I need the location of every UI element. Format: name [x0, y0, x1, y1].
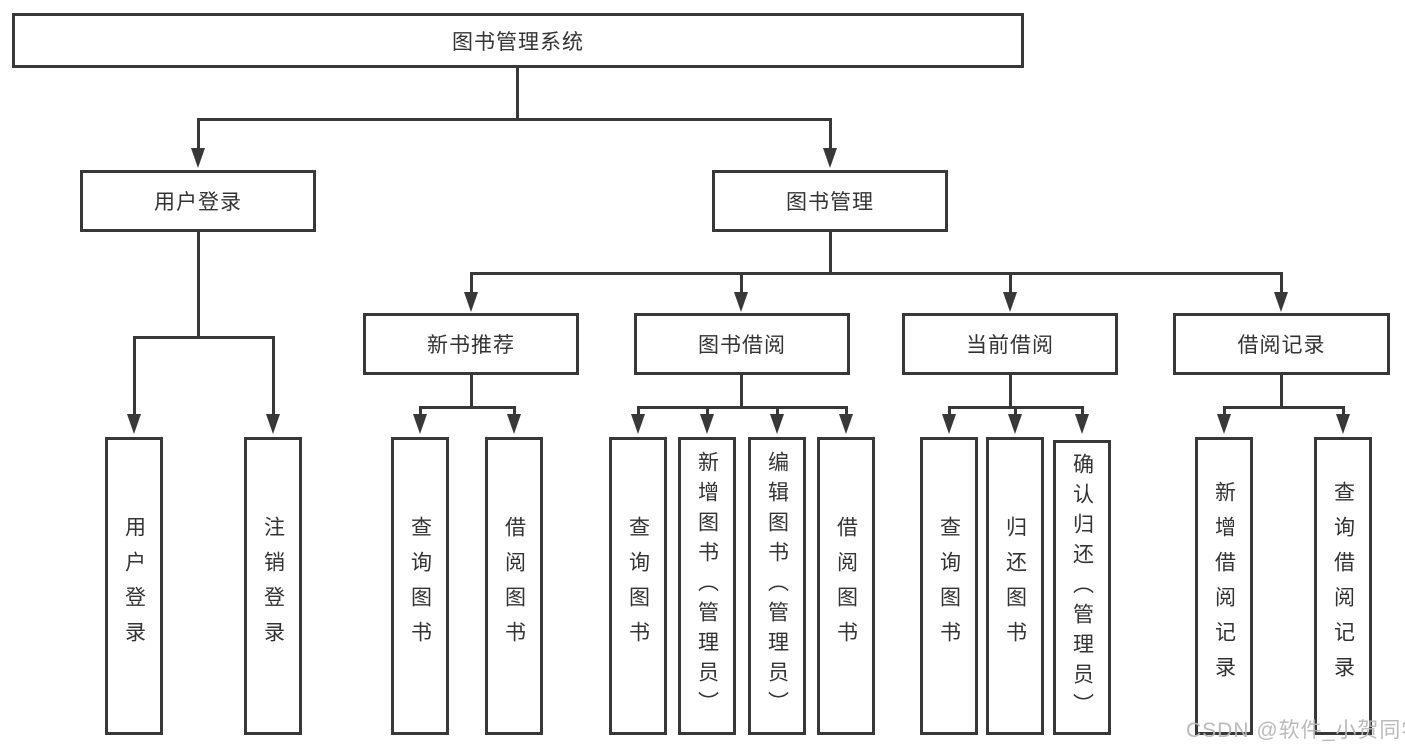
connector-ul-leaf2-drop: [272, 339, 275, 416]
arrowhead-cb-leaf1: [942, 414, 956, 434]
node-library-management-system: 图书管理系统: [12, 13, 1024, 68]
node-book-management: 图书管理: [712, 170, 948, 232]
leaf-bb-add-books-admin: 新增图书（管理员）: [678, 437, 736, 735]
connector-bb-rail: [637, 406, 847, 409]
node-label: 当前借阅: [966, 334, 1054, 357]
arrowhead-ul-leaf1: [127, 414, 141, 434]
arrowhead-bb-leaf2: [700, 414, 714, 434]
connector-user-login-rail: [133, 336, 275, 339]
leaf-label: 确认归还（管理员）: [1070, 452, 1094, 723]
node-label: 图书借阅: [698, 334, 786, 357]
leaf-label: 编辑图书（管理员）: [765, 451, 789, 721]
connector-user-login-stem: [197, 232, 200, 338]
arrowhead-book-mgmt: [823, 148, 837, 168]
node-book-borrow: 图书借阅: [634, 313, 850, 375]
arrowhead-bb-leaf1: [631, 414, 645, 434]
connector-br-leaf1-drop: [1223, 406, 1226, 416]
leaf-label: 新增借阅记录: [1212, 481, 1236, 691]
node-label: 图书管理系统: [452, 30, 584, 54]
leaf-logout: 注销登录: [244, 437, 302, 735]
connector-bb-leaf3-drop: [776, 406, 779, 416]
connector-nb-stem: [470, 375, 473, 408]
arrowhead-borrow-records: [1274, 292, 1288, 312]
node-user-login: 用户登录: [80, 170, 316, 232]
leaf-label: 借阅图书: [502, 516, 526, 656]
connector-root-stem: [516, 68, 519, 120]
connector-br-rail: [1223, 406, 1345, 409]
connector-cb-leaf3-drop: [1081, 406, 1084, 416]
connector-nb-rail: [419, 406, 516, 409]
arrowhead-bb-leaf3: [770, 414, 784, 434]
leaf-label: 查询图书: [626, 516, 650, 656]
connector-l2-drop-4: [1280, 275, 1283, 295]
leaf-bb-query-books: 查询图书: [609, 437, 667, 735]
leaf-cb-query-books: 查询图书: [920, 437, 978, 735]
leaf-label: 用户登录: [122, 516, 146, 656]
connector-book-mgmt-stem: [829, 232, 832, 274]
connector-l2-drop-2: [740, 275, 743, 295]
node-label: 用户登录: [154, 191, 242, 214]
connector-bb-leaf1-drop: [637, 406, 640, 416]
node-label: 图书管理: [786, 191, 874, 214]
leaf-label: 新增图书（管理员）: [695, 451, 719, 721]
csdn-watermark: CSDN @软件_小贺同学: [1186, 719, 1405, 742]
node-current-borrow: 当前借阅: [902, 313, 1118, 375]
arrowhead-bb-leaf4: [839, 414, 853, 434]
arrowhead-ul-leaf2: [266, 414, 280, 434]
leaf-bb-borrow-books: 借阅图书: [817, 437, 875, 735]
arrowhead-user-login: [191, 148, 205, 168]
connector-bb-leaf4-drop: [845, 406, 848, 416]
connector-cb-leaf2-drop: [1014, 406, 1017, 416]
connector-l2-drop-1: [470, 275, 473, 295]
connector-l2-drop-3: [1009, 275, 1012, 295]
leaf-br-add-record: 新增借阅记录: [1195, 437, 1253, 735]
arrowhead-cb-leaf3: [1075, 414, 1089, 434]
arrowhead-nb-leaf2: [507, 414, 521, 434]
leaf-label: 归还图书: [1003, 516, 1027, 656]
connector-br-stem: [1280, 375, 1283, 408]
connector-level1-rail: [197, 118, 832, 121]
leaf-label: 查询图书: [408, 516, 432, 656]
node-label: 借阅记录: [1237, 334, 1326, 357]
connector-level2-rail: [470, 272, 1283, 275]
arrowhead-nb-leaf1: [413, 414, 427, 434]
leaf-label: 查询借阅记录: [1331, 481, 1355, 691]
connector-br-leaf2-drop: [1342, 406, 1345, 416]
arrowhead-cb-leaf2: [1008, 414, 1022, 434]
connector-cb-leaf1-drop: [948, 406, 951, 416]
leaf-nb-borrow-books: 借阅图书: [485, 437, 543, 735]
leaf-label: 注销登录: [261, 516, 285, 656]
node-label: 新书推荐: [427, 334, 515, 357]
arrowhead-book-borrow: [734, 292, 748, 312]
arrowhead-br-leaf2: [1336, 414, 1350, 434]
connector-book-mgmt-drop: [829, 120, 832, 150]
leaf-br-query-record: 查询借阅记录: [1314, 437, 1372, 735]
arrowhead-br-leaf1: [1217, 414, 1231, 434]
connector-nb-leaf1-drop: [419, 406, 422, 416]
connector-bb-stem: [740, 375, 743, 408]
leaf-label: 借阅图书: [834, 516, 858, 656]
leaf-label: 查询图书: [937, 516, 961, 656]
leaf-cb-confirm-return-admin: 确认归还（管理员）: [1053, 440, 1111, 735]
connector-nb-leaf2-drop: [513, 406, 516, 416]
connector-bb-leaf2-drop: [706, 406, 709, 416]
leaf-user-login: 用户登录: [105, 437, 163, 735]
leaf-cb-return-books: 归还图书: [986, 437, 1044, 735]
connector-cb-stem: [1009, 375, 1012, 408]
connector-user-login-drop: [197, 120, 200, 150]
leaf-nb-query-books: 查询图书: [391, 437, 449, 735]
node-new-book-recommend: 新书推荐: [363, 313, 579, 375]
connector-ul-leaf1-drop: [133, 339, 136, 416]
node-borrow-records: 借阅记录: [1173, 313, 1390, 375]
arrowhead-new-book-recommend: [464, 292, 478, 312]
leaf-bb-edit-books-admin: 编辑图书（管理员）: [748, 437, 806, 735]
arrowhead-current-borrow: [1003, 292, 1017, 312]
